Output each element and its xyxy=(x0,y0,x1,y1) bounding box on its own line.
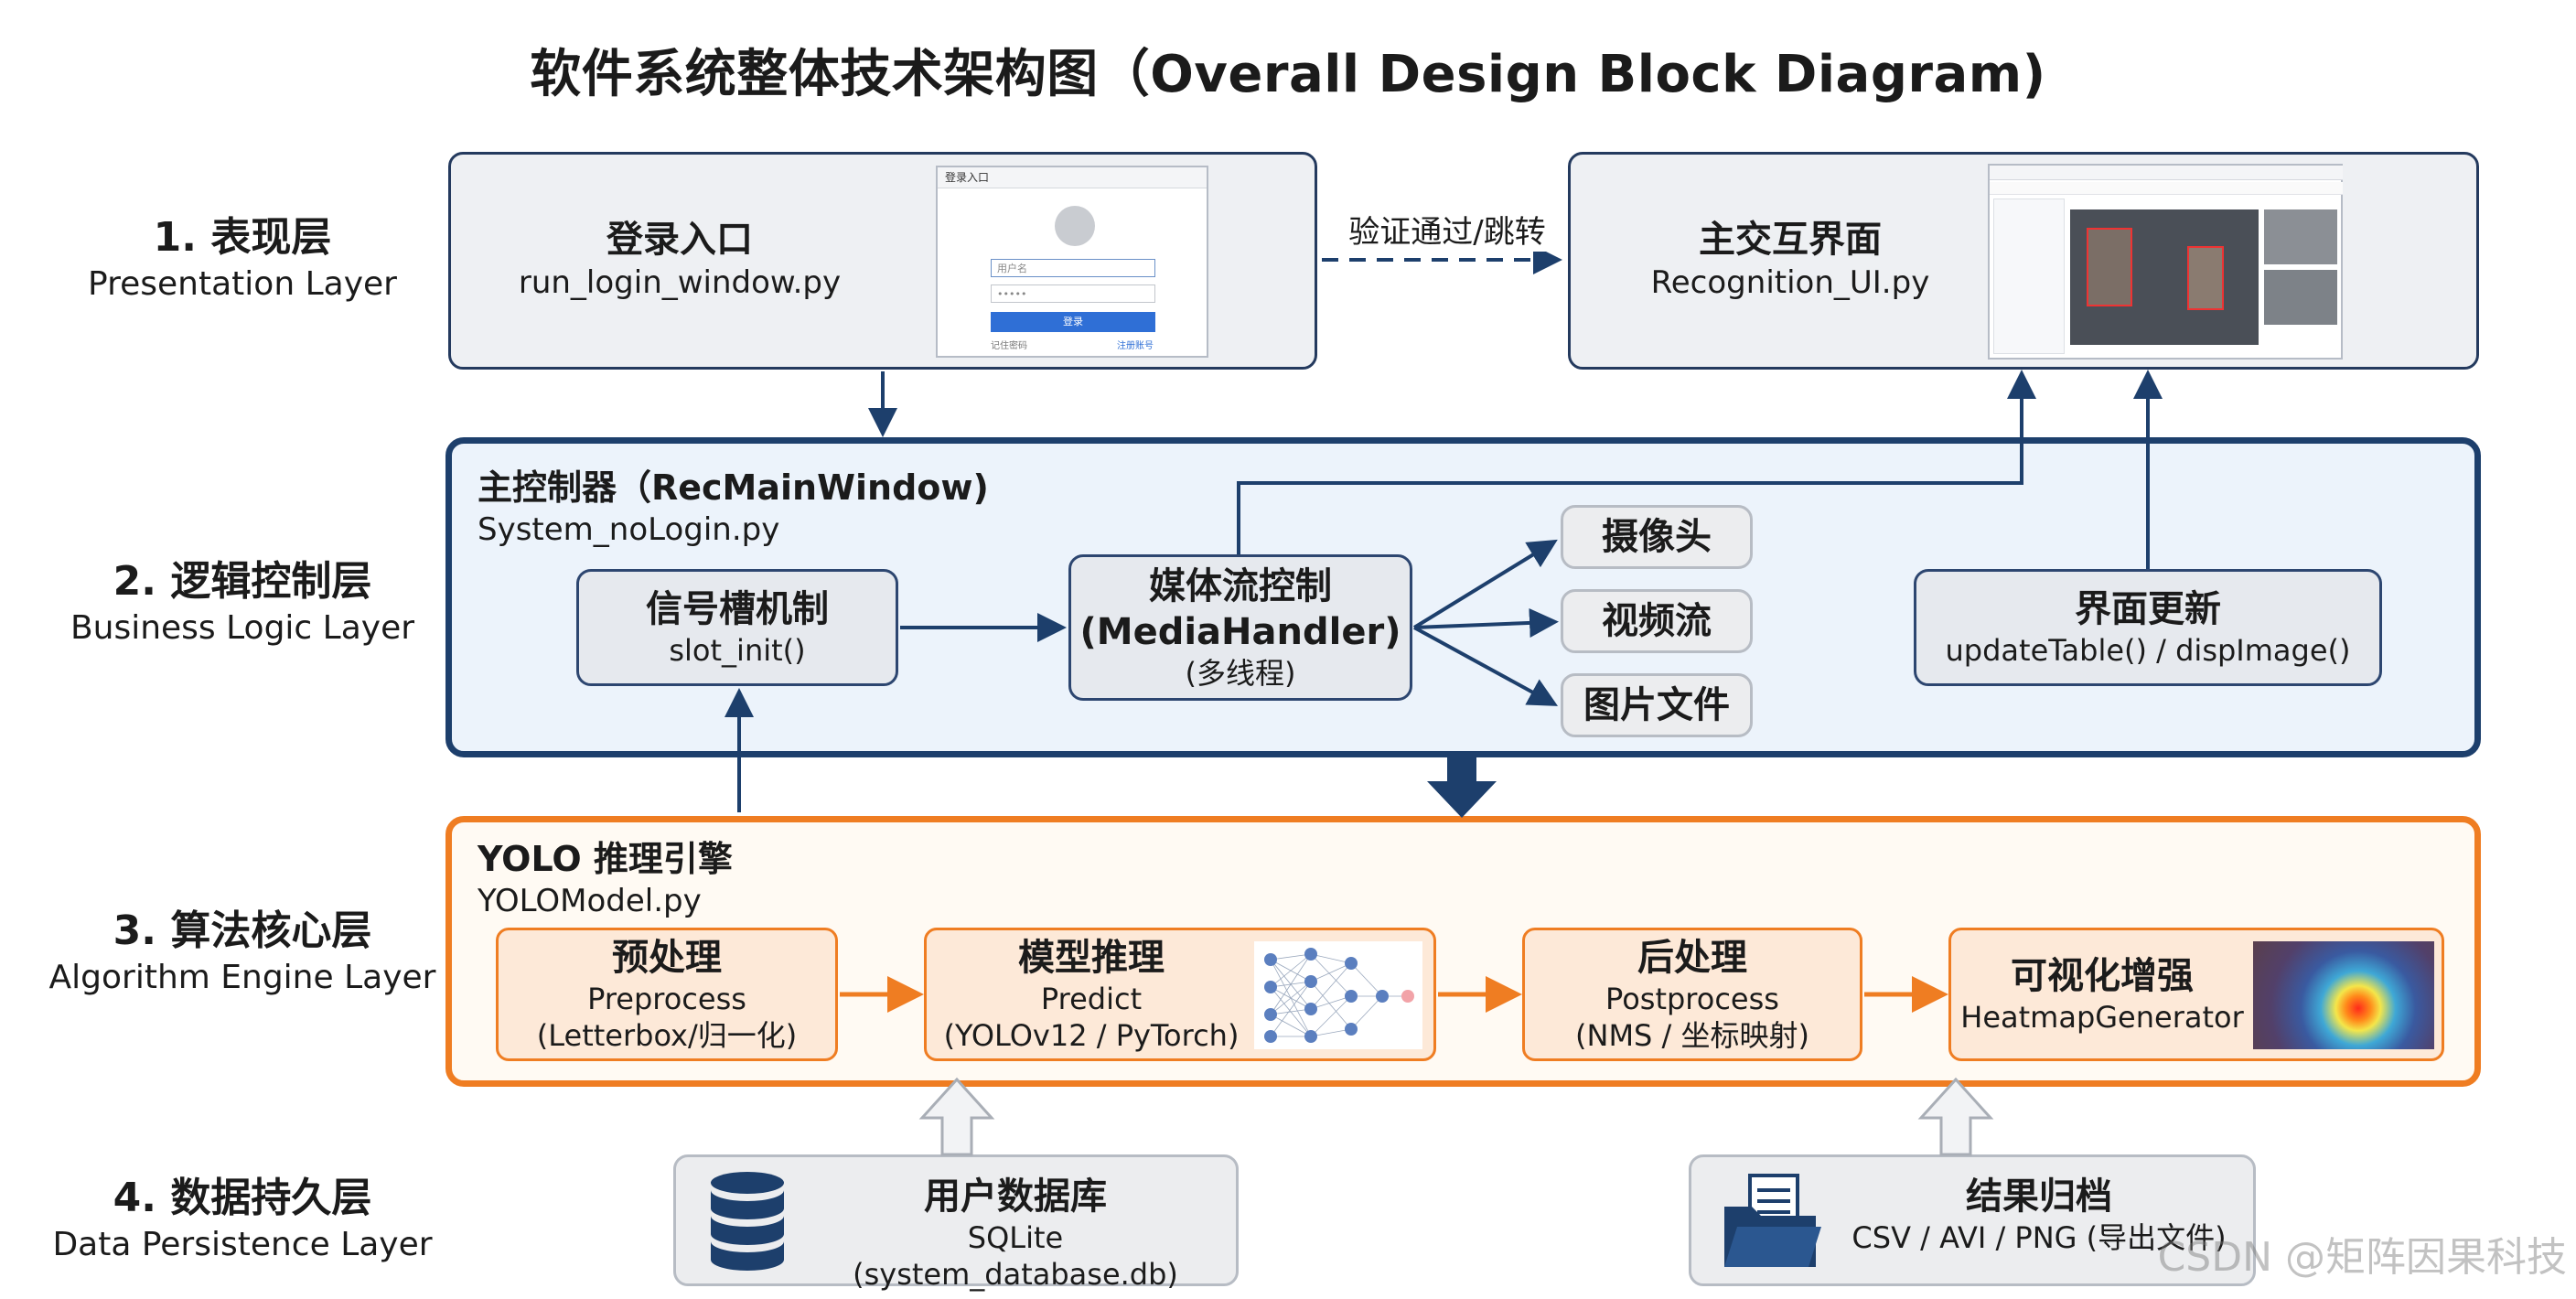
mock-titlebar: 登录入口 xyxy=(938,167,1207,188)
logic-header: 主控制器（RecMainWindow) System_noLogin.py xyxy=(478,466,989,550)
logic-title: 主控制器（RecMainWindow) xyxy=(478,467,989,508)
heatmap-text: 可视化增强 HeatmapGenerator xyxy=(1951,930,2253,1058)
logic-file: System_noLogin.py xyxy=(478,511,780,548)
mock-titlebar xyxy=(1990,166,2343,180)
layer-en: Presentation Layer xyxy=(88,265,397,303)
archive-text: 结果归档 CSV / AVI / PNG (导出文件) xyxy=(1829,1174,2249,1256)
node-title: 可视化增强 xyxy=(2011,955,2194,997)
login-window-thumbnail: 登录入口 用户名 ••••• 登录 记住密码 注册账号 xyxy=(936,166,1208,358)
node-sub: SQLite (system_database.db) xyxy=(853,1220,1178,1292)
mock-login-button: 登录 xyxy=(991,312,1155,332)
avatar-icon xyxy=(1055,206,1095,246)
database-icon xyxy=(711,1172,784,1271)
archive-to-engine-arrow xyxy=(1917,1077,1994,1156)
main-ui-title: 主交互界面 xyxy=(1699,219,1882,261)
node-en: HeatmapGenerator xyxy=(1960,1000,2244,1035)
node-title: 结果归档 xyxy=(1966,1176,2112,1218)
node-title: 图片文件 xyxy=(1583,684,1730,726)
node-sub: CSV / AVI / PNG (导出文件) xyxy=(1852,1220,2227,1255)
edge-label-verify: 验证通过/跳转 xyxy=(1337,207,1557,252)
login-file: run_login_window.py xyxy=(518,264,842,301)
engine-file: YOLOModel.py xyxy=(478,883,702,919)
folder-documents-icon xyxy=(1724,1174,1821,1267)
mock-sidebar xyxy=(1993,199,2065,354)
main-ui-panel: 主交互界面 Recognition_UI.py xyxy=(1568,152,2479,370)
layer-zh: 4. 数据持久层 xyxy=(113,1175,372,1221)
layer-zh: 2. 逻辑控制层 xyxy=(113,558,372,605)
diagram-title: 软件系统整体技术架构图（Overall Design Block Diagram… xyxy=(530,45,2046,104)
mock-remember: 记住密码 xyxy=(991,341,1027,351)
main-ui-thumbnail xyxy=(1988,164,2343,360)
mock-username-input: 用户名 xyxy=(991,259,1155,277)
node-title: 视频流 xyxy=(1602,600,1712,642)
node-detail: (Letterbox/归一化) xyxy=(536,1018,798,1053)
node-title: 信号槽机制 xyxy=(646,588,829,630)
layer-en: Data Persistence Layer xyxy=(52,1226,433,1263)
watermark: CSDN @矩阵因果科技 xyxy=(2157,1234,2567,1281)
ui-update-node: 界面更新 updateTable() / dispImage() xyxy=(1914,569,2382,686)
predict-text: 模型推理 Predict (YOLOv12 / PyTorch) xyxy=(927,930,1256,1058)
node-title: 摄像头 xyxy=(1602,516,1712,558)
login-panel: 登录入口 run_login_window.py 登录入口 用户名 ••••• … xyxy=(448,152,1317,370)
neural-network-icon xyxy=(1254,941,1422,1049)
layer-label-persistence: 4. 数据持久层 Data Persistence Layer xyxy=(37,1173,448,1266)
node-title: 用户数据库 xyxy=(924,1176,1107,1218)
layer-label-logic: 2. 逻辑控制层 Business Logic Layer xyxy=(37,556,448,650)
layer-en: Business Logic Layer xyxy=(70,609,415,647)
mock-password-input: ••••• xyxy=(991,284,1155,303)
source-image-node: 图片文件 xyxy=(1561,673,1753,737)
mock-video-view xyxy=(2070,209,2259,345)
node-title: 后处理 xyxy=(1637,937,1747,979)
main-ui-text: 主交互界面 Recognition_UI.py xyxy=(1598,217,1982,303)
login-text: 登录入口 run_login_window.py xyxy=(488,217,872,303)
engine-header: YOLO 推理引擎 YOLOModel.py xyxy=(478,837,733,921)
node-title: 媒体流控制 xyxy=(1149,565,1332,607)
logic-to-engine-block-arrow xyxy=(1427,757,1497,818)
node-title: 模型推理 xyxy=(1018,937,1165,979)
node-sub: slot_init() xyxy=(669,633,806,668)
heatmap-thumbnail xyxy=(2253,941,2434,1049)
node-sub: (多线程) xyxy=(1185,656,1296,691)
layer-label-engine: 3. 算法核心层 Algorithm Engine Layer xyxy=(37,906,448,999)
detection-box xyxy=(2087,228,2132,306)
node-sub: updateTable() / dispImage() xyxy=(1945,633,2351,668)
source-video-node: 视频流 xyxy=(1561,589,1753,653)
node-title-en: (MediaHandler) xyxy=(1079,611,1401,653)
node-title: 预处理 xyxy=(612,937,722,979)
mock-register: 注册账号 xyxy=(1117,341,1154,351)
mock-toolbar xyxy=(1990,182,2343,195)
detection-box xyxy=(2187,246,2224,310)
predict-node: 模型推理 Predict (YOLOv12 / PyTorch) xyxy=(924,928,1436,1061)
node-detail: (NMS / 坐标映射) xyxy=(1575,1018,1809,1053)
result-archive-node: 结果归档 CSV / AVI / PNG (导出文件) xyxy=(1689,1154,2256,1286)
node-en: Preprocess xyxy=(587,982,746,1016)
source-camera-node: 摄像头 xyxy=(1561,505,1753,569)
layer-label-presentation: 1. 表现层 Presentation Layer xyxy=(37,212,448,306)
node-en: Postprocess xyxy=(1605,982,1779,1016)
layer-zh: 1. 表现层 xyxy=(153,214,332,261)
preprocess-node: 预处理 Preprocess (Letterbox/归一化) xyxy=(496,928,838,1061)
media-handler-node: 媒体流控制 (MediaHandler) (多线程) xyxy=(1068,554,1412,701)
layer-zh: 3. 算法核心层 xyxy=(113,907,372,954)
db-to-engine-arrow xyxy=(918,1077,995,1156)
node-detail: (YOLOv12 / PyTorch) xyxy=(943,1018,1240,1053)
layer-en: Algorithm Engine Layer xyxy=(48,959,436,996)
engine-title: YOLO 推理引擎 xyxy=(478,839,733,879)
heatmap-node: 可视化增强 HeatmapGenerator xyxy=(1948,928,2444,1061)
postprocess-node: 后处理 Postprocess (NMS / 坐标映射) xyxy=(1522,928,1862,1061)
mock-preview-image xyxy=(2264,270,2337,325)
db-text: 用户数据库 SQLite (system_database.db) xyxy=(800,1174,1230,1293)
node-en: Predict xyxy=(1040,982,1143,1016)
signal-slot-node: 信号槽机制 slot_init() xyxy=(576,569,898,686)
user-database-node: 用户数据库 SQLite (system_database.db) xyxy=(673,1154,1239,1292)
node-title: 界面更新 xyxy=(2075,588,2221,630)
mock-preview-image xyxy=(2264,209,2337,264)
login-title: 登录入口 xyxy=(606,219,753,261)
main-ui-file: Recognition_UI.py xyxy=(1650,264,1930,301)
